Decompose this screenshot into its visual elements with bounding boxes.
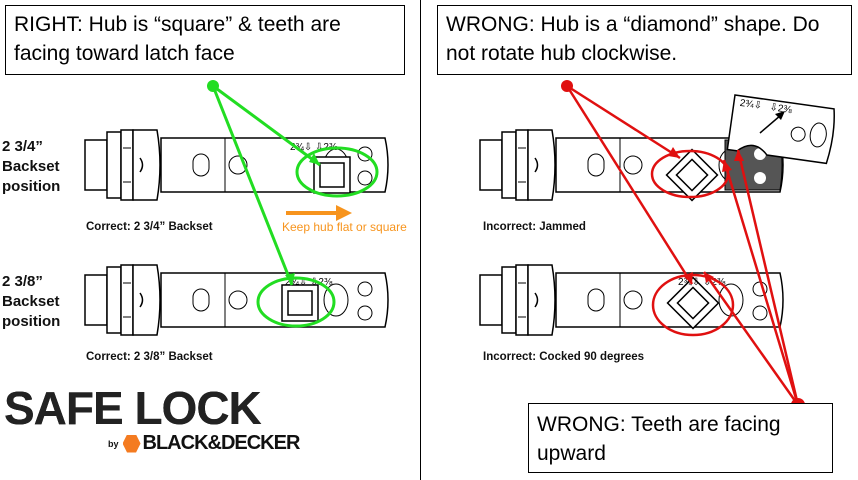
wrong-diamond-callout-text: : Hub is a “diamond” shape. Do not rotat… (446, 13, 820, 65)
wrong-keyword: WRONG (446, 13, 529, 36)
latch-mark-a: 2¾⇩ (290, 142, 312, 153)
wrong-diamond-callout: WRONG: Hub is a “diamond” shape. Do not … (437, 5, 852, 75)
latch-mark-a: 2¾⇩ (678, 277, 700, 288)
backset-word: Backset (2, 158, 60, 175)
right-arrowhead-icon (285, 273, 295, 285)
latch-correct-2-3-8: 2¾⇩ ⇩2⅜ (84, 264, 389, 336)
right-callout: RIGHT: Hub is “square” & teeth are facin… (5, 5, 405, 75)
latch-incorrect-cocked: 2¾⇩ ⇩2⅜ (479, 264, 784, 336)
logo-brand: BLACK&DECKER (142, 432, 301, 454)
wrong-arrowhead-icon (734, 150, 744, 161)
wrong-pointer-dot (561, 80, 573, 92)
latch-mark-b: ⇩2⅜ (703, 277, 726, 288)
caption-incorrect-jammed: Incorrect: Jammed (483, 221, 586, 233)
position-word: position (2, 178, 61, 195)
backset-size: 2 3/8” (2, 273, 43, 290)
logo-by: by (108, 438, 119, 449)
caption-incorrect-cocked: Incorrect: Cocked 90 degrees (483, 351, 645, 363)
wrong-arrowhead-icon (683, 272, 693, 284)
latch-mark-a: 2¾⇩ (285, 277, 307, 288)
backset-size: 2 3/4” (2, 138, 43, 155)
rotated-latch-piece: 2¾⇩ ⇩2⅜ (726, 94, 835, 165)
latch-mark-a: 2¾⇩ (739, 98, 763, 112)
panel-divider (420, 0, 421, 480)
wrong-arrowhead-icon (668, 147, 680, 158)
black-decker-hex-icon (122, 434, 141, 453)
right-arrowhead-icon (309, 153, 320, 165)
right-pointer-dot (207, 80, 219, 92)
safe-lock-logo: SAFE LOCK by BLACK&DECKER (4, 382, 300, 454)
wrong-arrowhead-icon (722, 160, 732, 172)
position-word: position (2, 313, 61, 330)
wrong-teeth-callout-text: : Teeth are facing upward (537, 413, 781, 465)
latch-mark-b: ⇩2⅜ (769, 102, 793, 116)
wrong-keyword: WRONG (537, 413, 620, 436)
hint-text: Keep hub flat or square (282, 220, 407, 234)
wrong-arrowhead-icon (704, 272, 714, 283)
logo-brand-line: by BLACK&DECKER (108, 432, 301, 455)
wrong-annotation-lines (565, 84, 800, 406)
latch-correct-2-3-4: 2¾⇩ ⇩2⅜ (84, 129, 389, 201)
right-annotation-lines (211, 84, 379, 328)
right-callout-text: : Hub is “square” & teeth are facing tow… (14, 13, 341, 65)
caption-correct-2-3-4: Correct: 2 3/4” Backset (86, 221, 213, 233)
logo-main-text: SAFE LOCK (4, 382, 262, 434)
right-keyword: RIGHT (14, 13, 77, 36)
orange-arrow-icon (286, 205, 352, 221)
wrong-teeth-callout: WRONG: Teeth are facing upward (528, 403, 833, 473)
caption-correct-2-3-8: Correct: 2 3/8” Backset (86, 351, 213, 363)
backset-label-2-3-8: 2 3/8” Backset position (2, 272, 60, 332)
backset-word: Backset (2, 293, 60, 310)
backset-label-2-3-4: 2 3/4” Backset position (2, 137, 60, 197)
rotation-arrow-icon (759, 111, 785, 134)
